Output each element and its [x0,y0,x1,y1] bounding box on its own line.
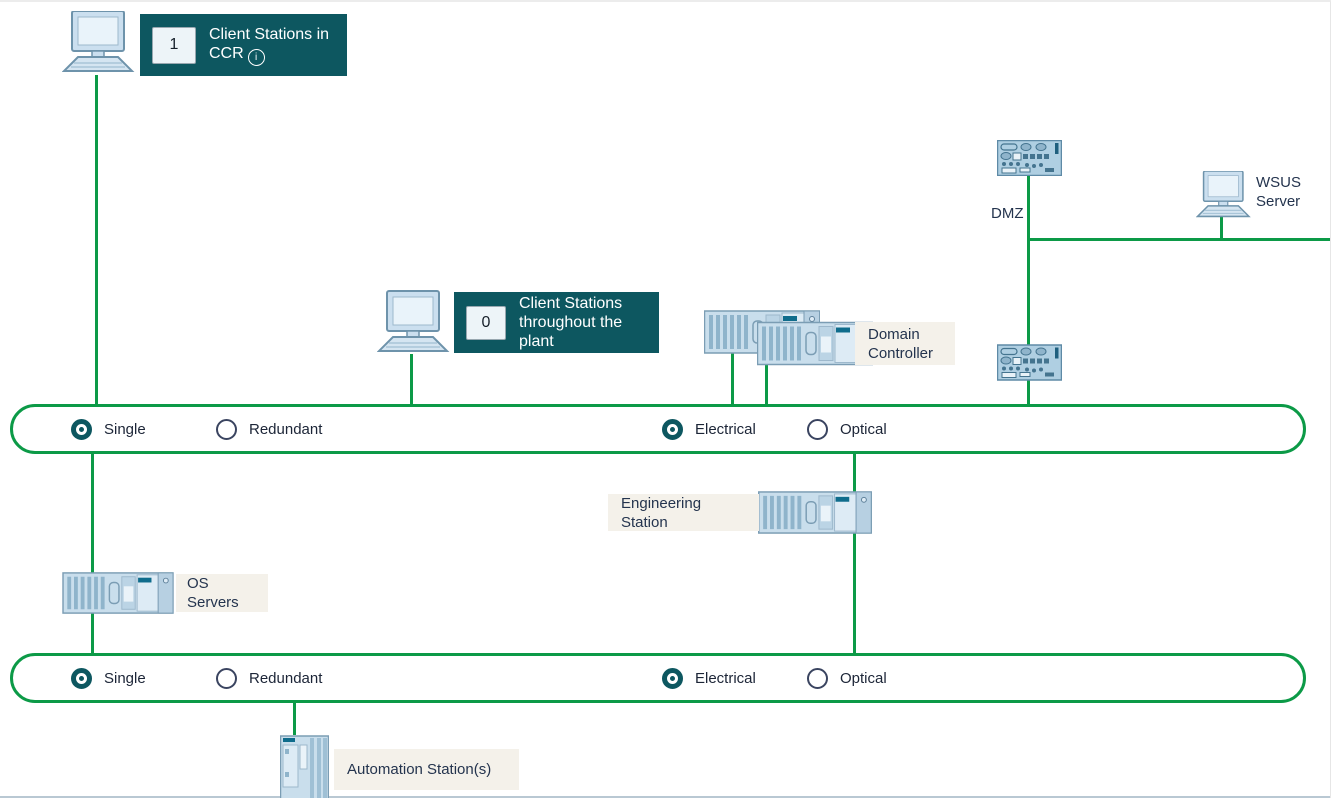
plant-count-input[interactable] [466,305,506,340]
dmz-label: DMZ [991,205,1024,222]
radio-electrical[interactable] [662,667,683,689]
plant-panel-label: Client Stations throughout the plant [519,295,623,350]
radio-label-optical: Optical [840,669,887,687]
engineering-station-icon [758,491,872,534]
line-client-plant-to-terminal-bus [410,354,413,405]
line-client-ccr-to-terminal-bus [95,75,98,405]
os-servers-label: OS Servers [176,574,268,612]
os-server-icon [62,572,174,614]
automation-station-label: Automation Station(s) [334,749,519,790]
radio-label-single: Single [104,669,146,687]
radio-label-redundant: Redundant [249,420,323,438]
radio-label-single: Single [104,420,146,438]
radio-single[interactable] [71,667,92,689]
dmz-switch-icon [997,140,1062,176]
domain-controller-label: Domain Controller [855,322,955,365]
radio-redundant[interactable] [216,418,237,440]
wsus-workstation-icon [1196,171,1250,218]
line-domain-controller-2 [765,362,768,405]
line-wsus-drop [1220,216,1223,239]
lower-bus-edge [0,796,1330,798]
automation-station-icon [280,735,329,798]
plant-bus: Single Redundant Electrical Optical [10,653,1306,703]
radio-label-electrical: Electrical [695,420,756,438]
line-domain-controller-1 [731,348,734,405]
radio-electrical[interactable] [662,418,683,440]
dmz-switch-icon [997,344,1062,381]
radio-optical[interactable] [807,418,828,440]
workstation-icon [378,290,448,352]
terminal-bus: Single Redundant Electrical Optical [10,404,1306,454]
terminal-bus-option-electrical[interactable]: Electrical [662,407,756,451]
plant-bus-option-electrical[interactable]: Electrical [662,656,756,700]
wsus-server-label: WSUS Server [1256,174,1301,210]
line-automation-station [293,701,296,735]
plant-bus-option-optical[interactable]: Optical [807,656,887,700]
ccr-count-input[interactable] [152,26,196,64]
radio-label-optical: Optical [840,420,887,438]
radio-optical[interactable] [807,667,828,689]
line-dmz-vertical [1027,170,1030,405]
terminal-bus-option-redundant[interactable]: Redundant [216,407,322,451]
terminal-bus-option-optical[interactable]: Optical [807,407,887,451]
plant-bus-option-single[interactable]: Single [71,656,146,700]
radio-redundant[interactable] [216,667,237,689]
workstation-icon [63,11,133,72]
ccr-panel-label-text: Client Stations in CCR [209,25,330,62]
terminal-bus-option-single[interactable]: Single [71,407,146,451]
client-stations-plant-panel: Client Stations throughout the plant [454,292,659,353]
plant-bus-option-redundant[interactable]: Redundant [216,656,322,700]
radio-label-electrical: Electrical [695,669,756,687]
info-icon[interactable]: i [247,48,265,66]
radio-label-redundant: Redundant [249,669,323,687]
line-os-servers [91,452,94,655]
radio-single[interactable] [71,418,92,440]
engineering-station-label: Engineering Station [608,494,759,531]
line-engineering-station [853,452,856,655]
line-dmz-horizontal [1028,238,1330,241]
